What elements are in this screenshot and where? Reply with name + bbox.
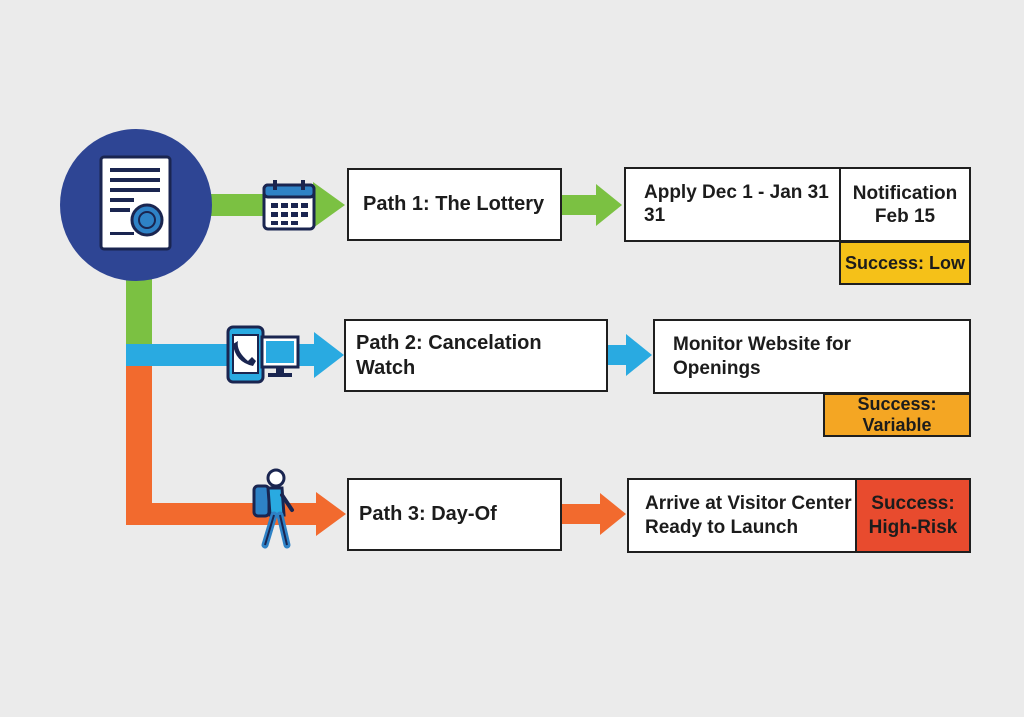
path1-step-arrowhead (596, 184, 622, 226)
permit-document-icon (60, 129, 212, 281)
path2-success-badge: Success: Variable (823, 393, 971, 437)
path2-step-text: Monitor Website for Openings (673, 334, 852, 379)
path3-success-badge: Success: High-Risk (855, 478, 971, 553)
path2-arrowhead (314, 332, 344, 378)
path2-title-box: Path 2: Cancelation Watch (344, 319, 608, 392)
path2-step-arrowhead (626, 334, 652, 376)
path3-title: Path 3: Day-Of (359, 503, 497, 525)
hiker-icon (252, 468, 294, 549)
path3-step-box: Arrive at Visitor Center Ready to Launch (627, 478, 857, 553)
path3-step-arrowhead (600, 493, 626, 535)
path2-step-box: Monitor Website for Openings (653, 319, 971, 394)
path1-step-arrow-shaft (562, 195, 598, 215)
path1-success-badge: Success: Low (839, 241, 971, 285)
path2-title: Path 2: Cancelation Watch (356, 331, 542, 379)
path3-title-box: Path 3: Day-Of (347, 478, 562, 551)
path1-title: Path 1: The Lottery (363, 193, 545, 215)
path1-detail-box: Notification Feb 15 (839, 167, 971, 242)
path1-arrowhead (313, 182, 345, 228)
path1-detail-text: Notification Feb 15 (852, 182, 958, 227)
path1-step-text: Apply Dec 1 - Jan 31 31 (644, 182, 829, 226)
path1-trunk (126, 270, 152, 356)
path1-title-box: Path 1: The Lottery (347, 168, 562, 241)
phone-computer-icon (226, 325, 300, 384)
path3-trunk (126, 356, 152, 524)
path3-arrowhead (316, 492, 346, 536)
path1-step-box: Apply Dec 1 - Jan 31 31 (624, 167, 842, 242)
path3-step-text: Arrive at Visitor Center Ready to Launch (645, 493, 852, 538)
path3-step-arrow-shaft (562, 504, 602, 524)
calendar-icon (262, 180, 316, 231)
path2-step-arrow-shaft (608, 345, 628, 365)
